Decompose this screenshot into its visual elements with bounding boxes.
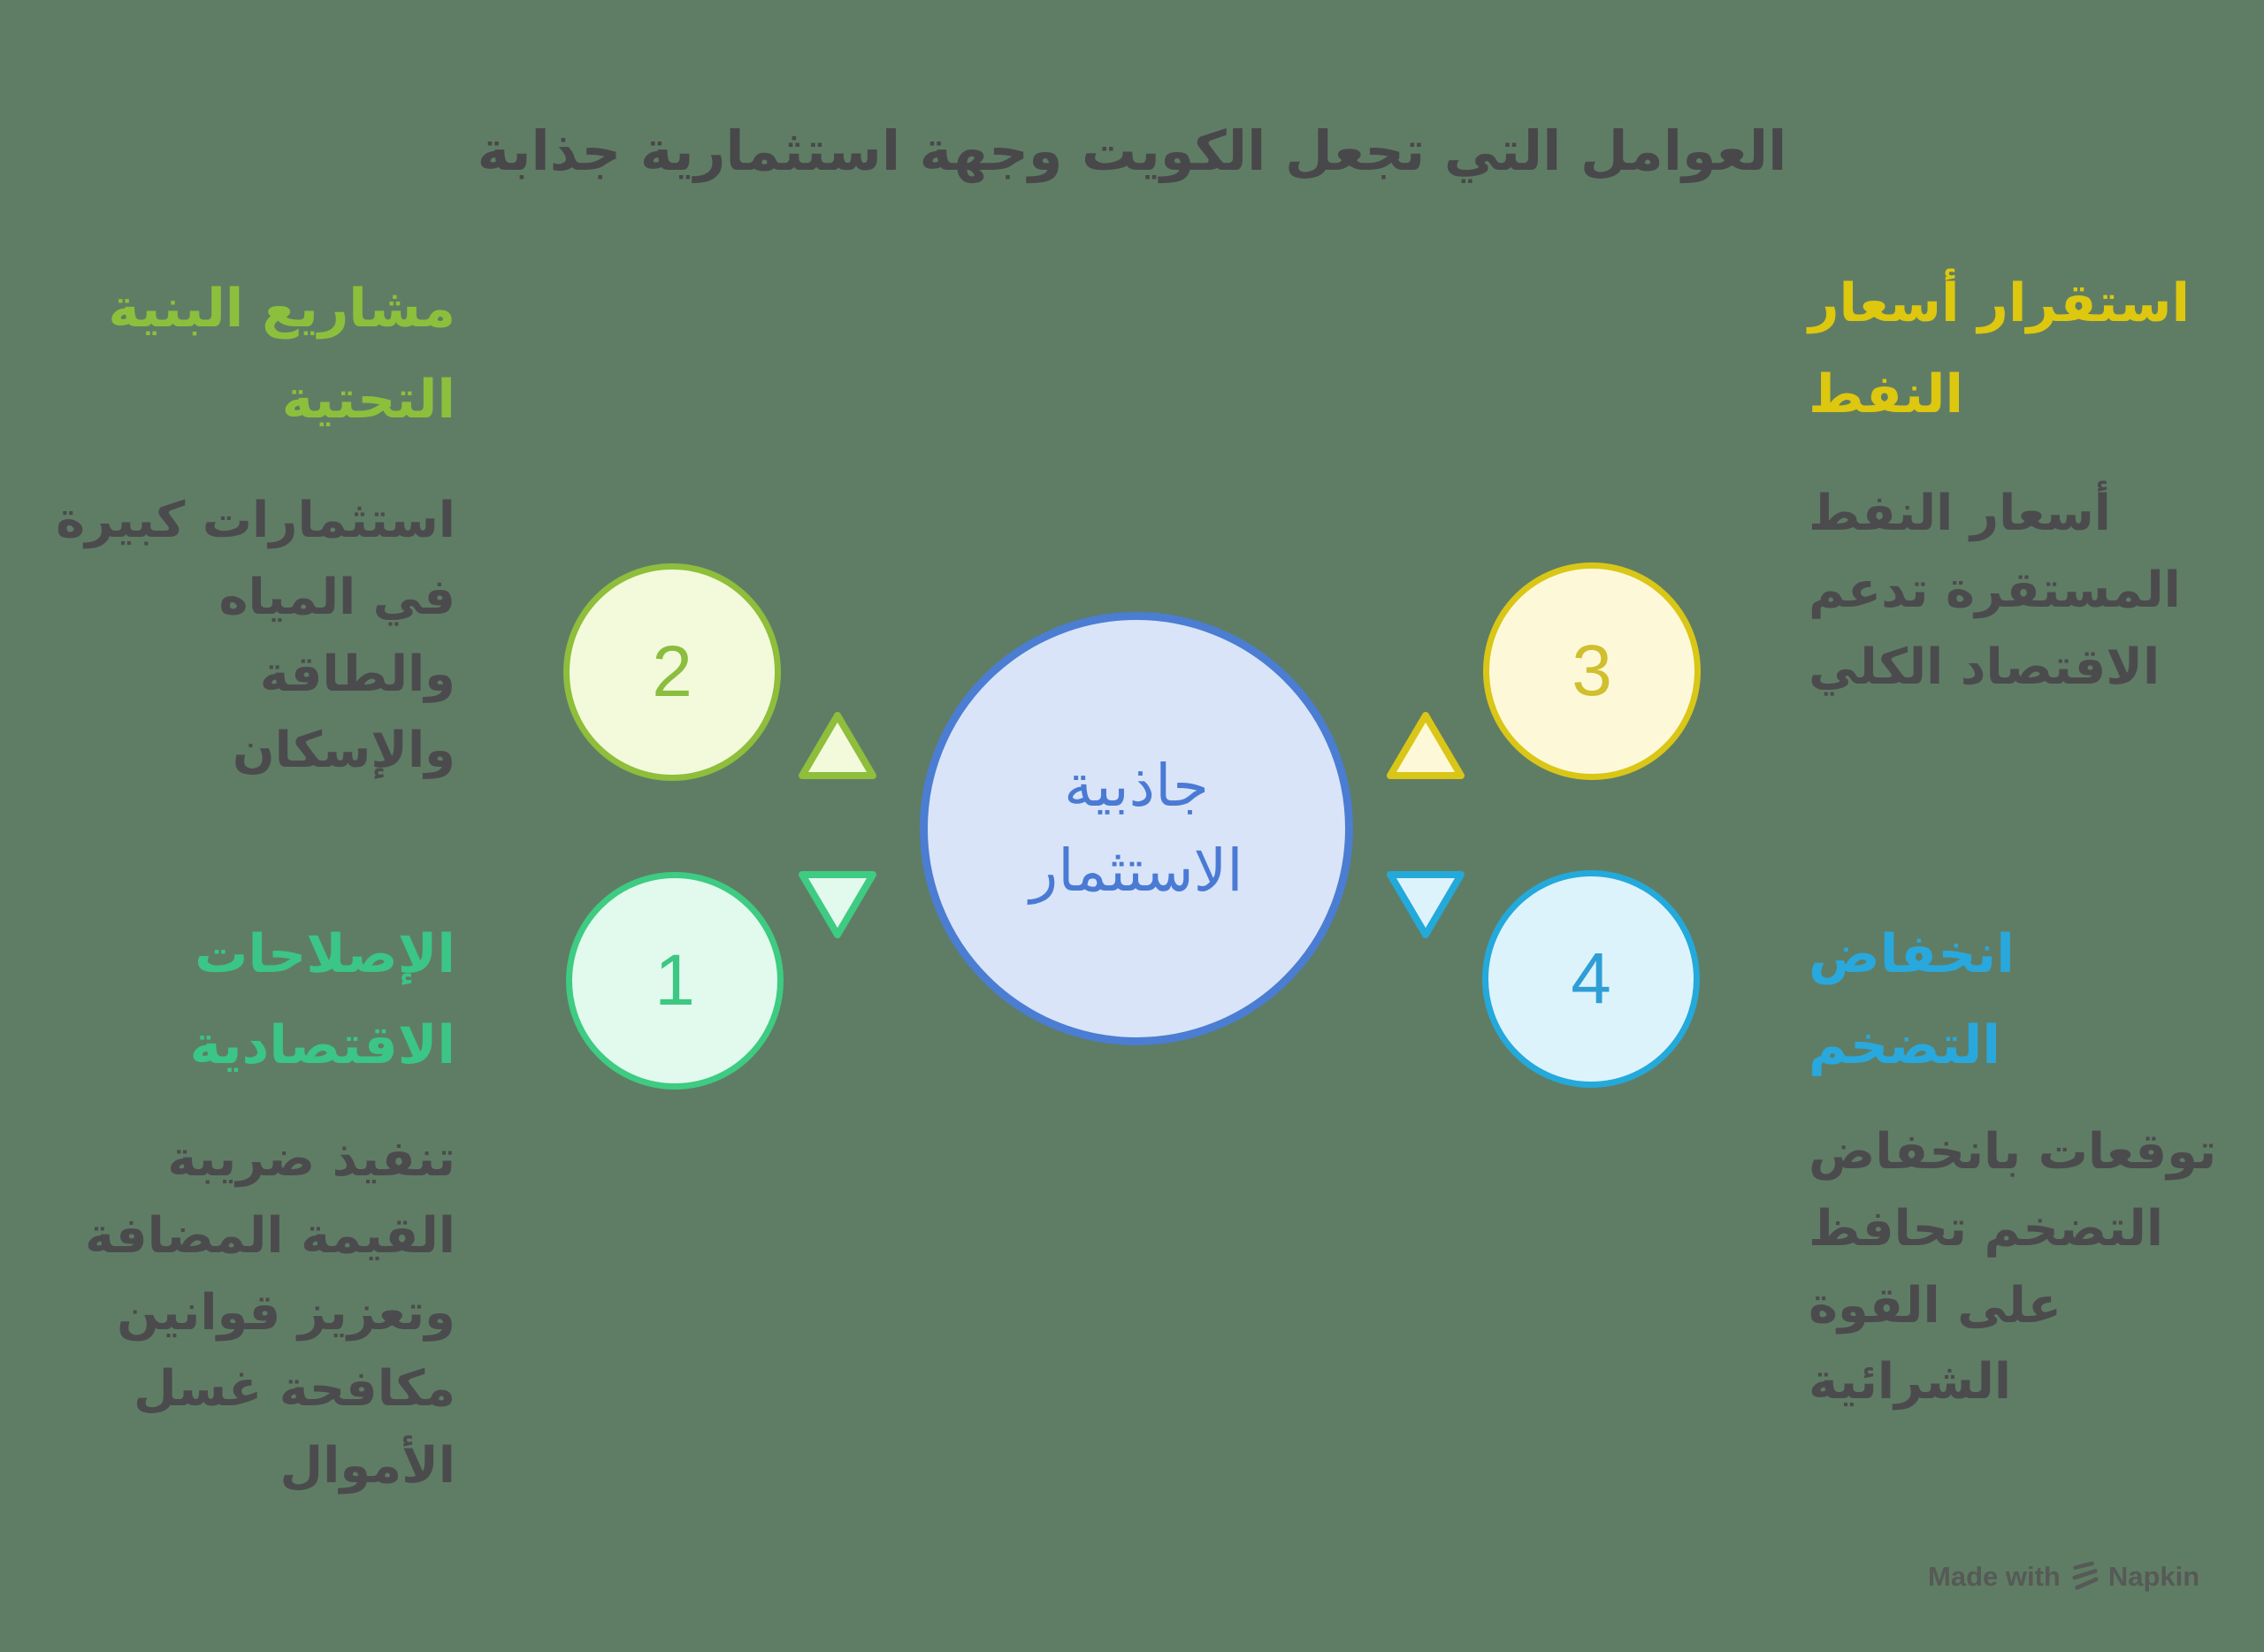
napkin-logo-icon [2072, 1561, 2099, 1590]
node-circle-3: 3 [1483, 562, 1701, 780]
node-circle-2: 2 [563, 563, 781, 781]
node-circle-1: 1 [566, 872, 784, 1090]
page-title: العوامل التي تجعل الكويت وجهة استثمارية … [477, 119, 1787, 183]
triangle-down-right-icon [1387, 871, 1465, 938]
watermark: Made with Napkin [1928, 1560, 2199, 1594]
node-number-4: 4 [1571, 938, 1611, 1019]
factor-3-label: استقرار أسعار النفط [1809, 272, 2191, 426]
triangle-down-left-icon [799, 871, 876, 938]
node-circle-4: 4 [1482, 870, 1700, 1088]
node-number-1: 1 [654, 940, 695, 1021]
triangle-up-right-icon [1387, 712, 1465, 779]
factor-4-label: انخفاض التضخم [1809, 923, 2015, 1077]
factor-2-label: مشاريع البنية التحتية [108, 278, 455, 432]
node-number-2: 2 [652, 631, 692, 712]
watermark-prefix: Made with [1928, 1561, 2061, 1592]
hub-circle: جاذبية الاستثمار [920, 612, 1353, 1045]
factor-1-description: تنفيذ ضريبة القيمة المضافة وتعزيز قوانين… [85, 1130, 455, 1495]
hub-label: جاذبية الاستثمار [1029, 752, 1243, 905]
factor-1-label: الإصلاحات الاقتصادية [189, 923, 455, 1077]
node-number-3: 3 [1572, 631, 1612, 711]
watermark-brand: Napkin [2107, 1561, 2200, 1592]
factor-4-description: توقعات بانخفاض التضخم تحافظ على القوة ال… [1809, 1123, 2217, 1411]
factor-3-description: أسعار النفط المستقرة تدعم الاقتصاد الكلي [1809, 485, 2181, 696]
triangle-up-left-icon [799, 712, 876, 779]
factor-2-description: استثمارات كبيرة في المياه والطاقة والإسك… [56, 492, 455, 780]
